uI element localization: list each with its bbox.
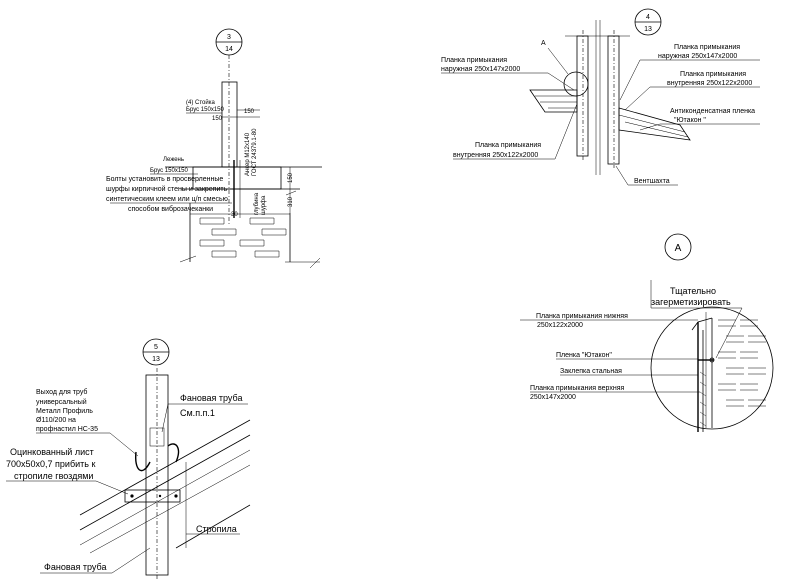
detail-5-number: 5 bbox=[154, 344, 158, 351]
roof-slope-top bbox=[79, 419, 251, 516]
sheet-label-3: стропиле гвоздями bbox=[14, 471, 93, 481]
see-note: См.п.п.1 bbox=[180, 408, 215, 418]
inner-plate-right-2: внутренняя 250х122х2000 bbox=[667, 80, 752, 87]
sheet-label-2: 700х50х0,7 прибить к bbox=[6, 459, 95, 469]
outlet-label-4: Ø110/200 на bbox=[36, 417, 76, 424]
seal-label-1: Тщательно bbox=[670, 286, 716, 296]
membrane-label-2: "Ютакон " bbox=[674, 117, 706, 124]
pipe-bottom-label: Фановая труба bbox=[44, 562, 106, 572]
inner-plate-left-1: Планка примыкания bbox=[475, 142, 541, 149]
outlet-label-1: Выход для труб bbox=[36, 388, 87, 396]
detail-4-sheet: 13 bbox=[644, 26, 652, 33]
lower-plate-2: 250х122х2000 bbox=[537, 322, 583, 329]
detail-a: A Тщательно bbox=[520, 233, 774, 432]
detail-a-ref-circle bbox=[664, 233, 692, 261]
detail-4: 4 13 A Планка примыкания наружная 250х14… bbox=[441, 8, 760, 186]
dim-150-b: 150 bbox=[212, 116, 223, 122]
dim-150-c: 150 bbox=[288, 172, 294, 183]
callout-a-circle bbox=[563, 71, 589, 97]
brick-wall-a bbox=[705, 312, 766, 428]
dim-30: 30 bbox=[231, 212, 238, 218]
film-label: Пленка "Ютакон" bbox=[556, 352, 612, 359]
rafter-label: Стропила bbox=[196, 524, 237, 534]
detail-4-number: 4 bbox=[646, 14, 650, 21]
bolt-note-1: Болты установить в просверленные bbox=[106, 176, 223, 183]
roof-right-section bbox=[618, 107, 691, 141]
membrane-label-1: Антиконденсатная пленка bbox=[670, 108, 755, 115]
brick-wall-3 bbox=[179, 203, 321, 269]
sill-label-2: Брус 150х150 bbox=[150, 168, 188, 174]
shaft-right-wall bbox=[607, 35, 620, 165]
pipe-top-label: Фановая труба bbox=[180, 393, 242, 403]
depth-label-1: глубина bbox=[254, 192, 260, 215]
outlet-label-5: профнастил НС-35 bbox=[36, 426, 98, 433]
detail-5: 5 13 Выход для труб универсальный Металл… bbox=[6, 338, 251, 580]
detail-3: 3 14 (4) Стойка Брус 150х150 150 150 Анк… bbox=[106, 28, 322, 269]
bolt-note-2: шурфы кирпичной стены и закрепить bbox=[106, 185, 228, 193]
vent-shaft-label: Вентшахта bbox=[634, 178, 670, 185]
detail-a-letter: A bbox=[675, 243, 682, 254]
detail-3-sheet: 14 bbox=[225, 46, 233, 53]
inner-plate-right-1: Планка примыкания bbox=[680, 71, 746, 78]
bolt-note-4: способом виброзачеканки bbox=[128, 205, 213, 213]
inner-plate-left-2: внутренняя 250х122х2000 bbox=[453, 152, 538, 159]
outer-plate-right-1: Планка примыкания bbox=[674, 44, 740, 51]
bolt-note-3: синтетическим клеем или ц/п смесью bbox=[106, 196, 228, 203]
sheet-label-1: Оцинкованный лист bbox=[10, 447, 94, 457]
callout-a-letter: A bbox=[541, 40, 546, 47]
detail-5-sheet: 13 bbox=[152, 356, 160, 363]
seal-label-2: загерметизировать bbox=[651, 297, 731, 307]
outlet-label-2: универсальный bbox=[36, 398, 87, 406]
post-label-2: Брус 150х150 bbox=[186, 107, 224, 113]
depth-label-2: шурфа bbox=[261, 195, 267, 215]
outer-plate-right-2: наружная 250х147х2000 bbox=[658, 53, 737, 60]
pipe-collar-right bbox=[167, 443, 180, 463]
detail-3-number: 3 bbox=[227, 34, 231, 41]
upper-plate-2: 250х147х2000 bbox=[530, 394, 576, 401]
dim-310: 310 bbox=[288, 196, 294, 207]
detail-a-magnified-circle bbox=[650, 306, 774, 430]
anchor-label-1: Анкер М12х140 bbox=[245, 132, 251, 176]
outlet-label-3: Металл Профиль bbox=[36, 408, 93, 415]
outer-plate-left-2: наружная 250х147х2000 bbox=[441, 66, 520, 73]
galvanized-sheet bbox=[124, 489, 181, 503]
dim-150-a: 150 bbox=[244, 109, 255, 115]
pipe-collar-left bbox=[135, 451, 151, 472]
lower-plate-1: Планка примыкания нижняя bbox=[536, 313, 628, 320]
post-timber bbox=[221, 81, 238, 168]
roof-left-section bbox=[529, 89, 578, 113]
rivet-label: Заклепка стальная bbox=[560, 368, 622, 375]
sill-label-1: Лежень bbox=[163, 157, 184, 163]
outer-plate-left-1: Планка примыкания bbox=[441, 57, 507, 64]
post-label-1: (4) Стойка bbox=[186, 99, 215, 106]
anchor-label-2: ГОСТ 24379.1-80 bbox=[252, 128, 258, 176]
upper-plate-1: Планка примыкания верхняя bbox=[530, 385, 624, 392]
